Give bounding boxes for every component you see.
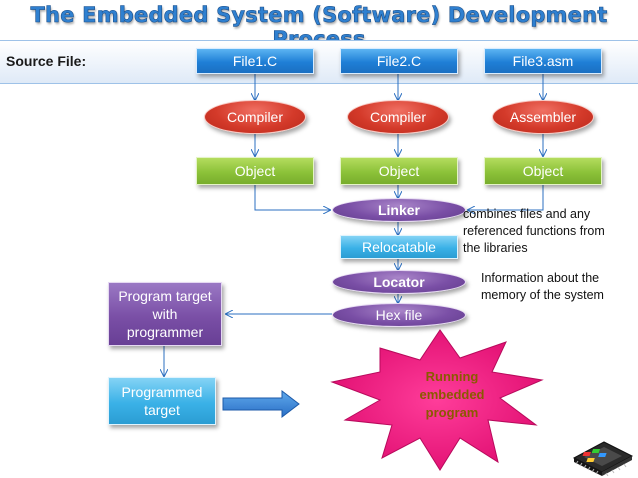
locator-pill: Locator [332, 270, 466, 294]
object-3-box: Object [484, 157, 602, 185]
burst-line: embedded [419, 387, 485, 402]
object-2-box: Object [340, 157, 458, 185]
programmed-target-box: Programmed target [108, 377, 216, 425]
relocatable-box: Relocatable [340, 235, 458, 259]
linker-note-line: the libraries [463, 241, 528, 255]
program-target-box: Program target with programmer [108, 282, 222, 346]
big-arrow-to-program [222, 389, 300, 419]
locator-note-line: Information about the [481, 271, 600, 285]
running-program-label: Running embedded program [404, 368, 500, 422]
assembler-ellipse: Assembler [492, 100, 594, 134]
program-target-line: with [152, 306, 178, 322]
file3-asm-box: File3.asm [484, 48, 602, 74]
program-target-line: Program target [118, 288, 212, 304]
page-title: The Embedded System (Software) Developme… [30, 3, 608, 52]
programmed-target-line: target [144, 402, 180, 418]
source-file-label: Source File: [6, 53, 87, 69]
linker-note-line: combines files and any [463, 207, 591, 221]
linker-pill: Linker [332, 198, 466, 222]
arrow-object1-linker [254, 185, 330, 210]
programmed-target-line: Programmed [121, 384, 203, 400]
file2-c-box: File2.C [340, 48, 458, 74]
arrow-object3-linker [468, 185, 544, 210]
running-program-burst [330, 329, 544, 471]
hex-file-pill: Hex file [332, 303, 466, 327]
locator-note-line: memory of the system [481, 288, 604, 302]
object-1-box: Object [196, 157, 314, 185]
linker-note-line: referenced functions from [463, 224, 605, 238]
compiler-2-ellipse: Compiler [347, 100, 449, 134]
burst-line: Running [425, 369, 479, 384]
program-target-line: programmer [126, 324, 204, 340]
burst-line: program [425, 405, 479, 420]
compiler-1-ellipse: Compiler [204, 100, 306, 134]
locator-note: Information about the memory of the syst… [481, 270, 604, 304]
linker-note: combines files and any referenced functi… [463, 206, 605, 257]
file1-c-box: File1.C [196, 48, 314, 74]
microchip-icon [572, 441, 634, 476]
